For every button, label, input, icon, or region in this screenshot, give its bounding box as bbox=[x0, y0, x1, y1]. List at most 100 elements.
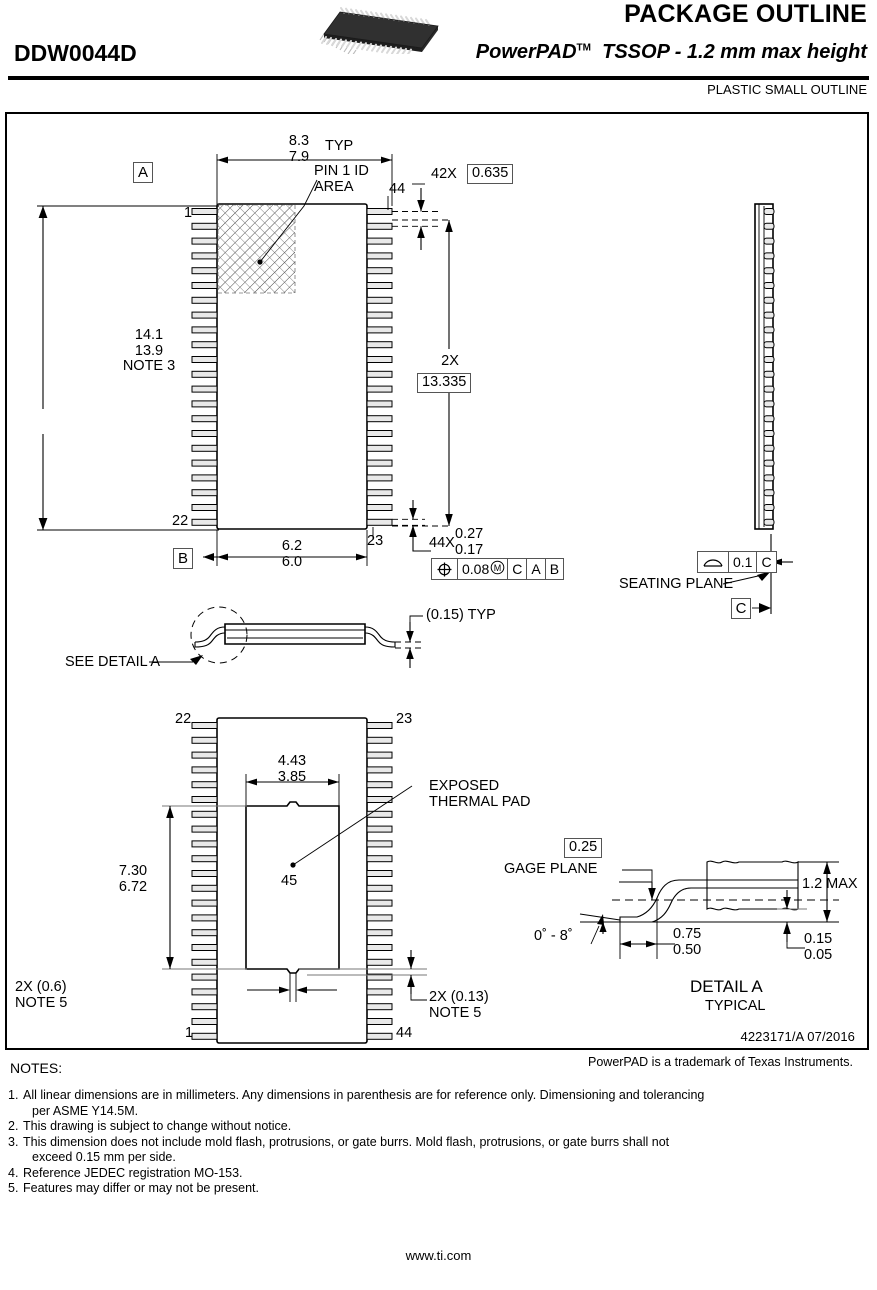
flatness-tolerance-frame: 0.1 C bbox=[697, 551, 777, 573]
drawing-number: 4223171/A 07/2016 bbox=[740, 1029, 855, 1044]
note-item: 1. All linear dimensions are in millimet… bbox=[8, 1088, 838, 1119]
lead-thickness-dimension: 0.15 0.05 bbox=[804, 931, 860, 963]
notch-width-dimension: 2X (0.6) NOTE 5 bbox=[15, 979, 125, 1011]
overall-length-note: NOTE 3 bbox=[122, 358, 176, 374]
plastic-note: PLASTIC SMALL OUTLINE bbox=[707, 82, 867, 97]
note-number: 3. bbox=[8, 1134, 19, 1149]
body-width-upper: 6.2 bbox=[281, 538, 303, 554]
notch-depth-value: 2X (0.13) bbox=[429, 989, 489, 1005]
datum-ref-a: A bbox=[527, 559, 546, 579]
datum-a-label: A bbox=[133, 162, 153, 183]
position-tolerance-value: 0.08 bbox=[462, 561, 490, 577]
overall-width-typ: TYP bbox=[325, 138, 354, 154]
exposed-pad-label-line1: EXPOSED bbox=[429, 778, 500, 794]
subtitle-brand: PowerPAD bbox=[475, 41, 577, 63]
pad-length-lower: 6.72 bbox=[118, 878, 148, 895]
datum-b-label: B bbox=[173, 548, 193, 569]
note-item: 5. Features may differ or may not be pre… bbox=[8, 1181, 838, 1197]
pin-44-label: 44 bbox=[389, 181, 406, 197]
notch-depth-dimension: 2X (0.13) NOTE 5 bbox=[429, 989, 539, 1021]
overall-length-lower: 13.9 bbox=[134, 342, 164, 359]
pad-width-upper: 4.43 bbox=[277, 753, 307, 769]
max-height-dimension: 1.2 MAX bbox=[802, 876, 858, 892]
note-number: 5. bbox=[8, 1181, 19, 1195]
overall-width-dimension: 8.3 7.9 bbox=[269, 133, 329, 165]
subtitle-rest: TSSOP - 1.2 mm max height bbox=[602, 41, 867, 63]
lead-width-upper: 0.27 bbox=[455, 526, 484, 542]
notes-list: 1. All linear dimensions are in millimet… bbox=[8, 1088, 838, 1197]
page-header: PACKAGE OUTLINE DDW0044D PowerPADTM TSSO… bbox=[0, 0, 877, 97]
datum-c-label: C bbox=[731, 598, 751, 619]
overall-length-dimension: 14.1 13.9 NOTE 3 bbox=[109, 327, 189, 375]
see-detail-a-label: SEE DETAIL A bbox=[65, 654, 161, 670]
drawing-geometry bbox=[37, 154, 839, 1044]
bottom-pin-44-label: 44 bbox=[396, 1025, 413, 1041]
lead-span-value-box: 13.335 bbox=[417, 373, 472, 393]
note-text: Reference JEDEC registration MO-153. bbox=[23, 1165, 243, 1180]
tssop-package-3d-icon bbox=[310, 2, 450, 57]
pin-23-label: 23 bbox=[367, 533, 384, 549]
overall-length-upper: 14.1 bbox=[134, 327, 164, 343]
lead-thickness-lower: 0.05 bbox=[804, 946, 833, 963]
body-width-dimension: 6.2 6.0 bbox=[262, 538, 322, 570]
note-number: 1. bbox=[8, 1088, 19, 1102]
note-number: 2. bbox=[8, 1119, 19, 1133]
bottom-pin-23-label: 23 bbox=[396, 711, 413, 727]
pitch-value-box: 0.635 bbox=[467, 164, 514, 184]
bottom-pin-1-label: 1 bbox=[185, 1025, 194, 1041]
notch-width-note: NOTE 5 bbox=[15, 994, 68, 1011]
note-text: All linear dimensions are in millimeters… bbox=[23, 1088, 705, 1102]
note-item: 2. This drawing is subject to change wit… bbox=[8, 1119, 838, 1135]
page-title: PACKAGE OUTLINE bbox=[624, 0, 867, 28]
datum-ref-b: B bbox=[549, 561, 560, 577]
seating-plane-label: SEATING PLANE bbox=[619, 576, 734, 592]
pitch-quantity: 42X bbox=[431, 166, 457, 182]
lead-thickness-upper: 0.15 bbox=[804, 931, 833, 947]
foot-length-lower: 0.50 bbox=[673, 941, 702, 958]
position-symbol-icon bbox=[432, 559, 458, 579]
footer-url: www.ti.com bbox=[405, 1248, 472, 1263]
note-item: 3. This dimension does not include mold … bbox=[8, 1135, 838, 1166]
position-tolerance-frame: 0.08 M C A B bbox=[431, 558, 565, 580]
flatness-value: 0.1 bbox=[729, 552, 758, 572]
foot-length-upper: 0.75 bbox=[673, 926, 702, 942]
foot-length-dimension: 0.75 0.50 bbox=[673, 926, 729, 958]
gage-plane-value-box: 0.25 bbox=[564, 838, 603, 858]
note-text: This drawing is subject to change withou… bbox=[23, 1119, 292, 1133]
notch-depth-note: NOTE 5 bbox=[429, 1004, 482, 1021]
lead-span-quantity: 2X bbox=[441, 353, 459, 369]
lead-width-quantity: 44X bbox=[429, 535, 455, 551]
part-number: DDW0044D bbox=[14, 40, 137, 66]
pad-length-dimension: 7.30 6.72 bbox=[102, 863, 164, 895]
pin1-id-label-line2: AREA bbox=[314, 179, 354, 195]
pad-width-lower: 3.85 bbox=[277, 768, 307, 785]
lead-width-dimension: 0.27 0.17 bbox=[455, 526, 499, 558]
note-number: 4. bbox=[8, 1165, 19, 1180]
detail-a-title: DETAIL A bbox=[690, 977, 763, 996]
body-width-lower: 6.0 bbox=[281, 553, 303, 570]
header-divider bbox=[8, 76, 869, 80]
lead-width-lower: 0.17 bbox=[455, 541, 484, 558]
overall-width-upper: 8.3 bbox=[288, 133, 310, 149]
pad-width-dimension: 4.43 3.85 bbox=[262, 753, 322, 785]
notch-width-value: 2X (0.6) bbox=[15, 979, 67, 995]
detail-a-subtitle: TYPICAL bbox=[705, 998, 766, 1014]
pin1-id-label-line1: PIN 1 ID bbox=[314, 163, 369, 179]
trademark-symbol: TM bbox=[576, 42, 591, 54]
note-text: Features may differ or may not be presen… bbox=[23, 1181, 259, 1195]
exposed-pad-label-line2: THERMAL PAD bbox=[429, 794, 531, 810]
pin-1-label: 1 bbox=[184, 205, 193, 221]
overall-width-lower: 7.9 bbox=[288, 148, 310, 165]
standoff-dimension: (0.15) TYP bbox=[426, 607, 496, 623]
note-item: 4. Reference JEDEC registration MO-153. bbox=[8, 1166, 838, 1182]
pin-22-label: 22 bbox=[172, 513, 189, 529]
thermal-pad-pin-number: 45 bbox=[281, 873, 298, 889]
mmc-modifier-icon: M bbox=[490, 560, 505, 578]
note-continuation: per ASME Y14.5M. bbox=[32, 1103, 139, 1118]
flatness-symbol-icon bbox=[698, 552, 729, 572]
drawing-frame: A 8.3 7.9 TYP PIN 1 ID AREA 42X 0.635 44… bbox=[5, 112, 869, 1050]
bottom-pin-22-label: 22 bbox=[175, 711, 192, 727]
notes-heading: NOTES: bbox=[10, 1060, 63, 1076]
package-subtitle: PowerPADTM TSSOP - 1.2 mm max height bbox=[476, 41, 867, 64]
lead-angle-dimension: 0˚ - 8˚ bbox=[534, 928, 573, 944]
